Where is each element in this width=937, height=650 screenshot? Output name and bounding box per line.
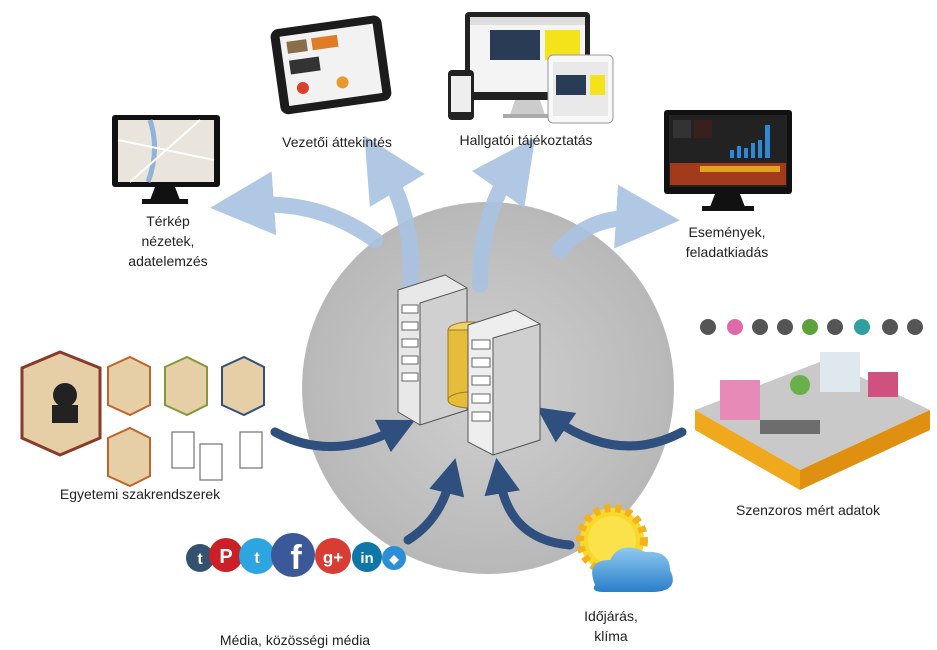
map-monitor-icon	[112, 115, 220, 204]
svg-text:P: P	[219, 546, 232, 568]
tablet-dashboard-icon	[270, 15, 392, 115]
outgoing-arrows	[210, 135, 680, 293]
database-servers-icon	[397, 274, 541, 456]
label-events-tasks: Események, feladatkiadás	[686, 222, 769, 262]
svg-text:t: t	[197, 551, 203, 568]
sun-cloud-weather-icon	[576, 504, 673, 592]
label-line: Események,	[688, 224, 766, 240]
label-media: Média, közösségi média	[219, 632, 371, 648]
smart-city-sensors-illustration	[695, 319, 930, 490]
linkedin-icon	[352, 542, 382, 572]
google-plus-icon	[315, 538, 351, 574]
dropbox-icon	[382, 546, 406, 570]
incoming-arrows	[270, 407, 687, 550]
tumblr-icon	[186, 544, 214, 572]
svg-text:in: in	[360, 550, 373, 567]
label-map-views: Térkép nézetek, adatelemzés	[128, 211, 207, 271]
svg-text:◆: ◆	[388, 552, 399, 566]
label-line: klíma	[594, 628, 628, 644]
twitter-icon	[239, 538, 275, 574]
label-line: adatelemzés	[128, 253, 208, 269]
label-line: nézetek,	[141, 233, 195, 249]
social-media-icons: t P t f g+ in ◆	[186, 533, 406, 577]
label-line: Térkép	[146, 213, 190, 229]
label-university-systems: Egyetemi szakrendszerek	[59, 486, 221, 502]
svg-text:t: t	[254, 550, 260, 567]
label-student-information: Hallgatói tájékoztatás	[459, 132, 593, 148]
label-line: Időjárás,	[584, 608, 638, 624]
multi-device-web-icon	[448, 12, 614, 124]
events-dashboard-monitor-icon	[664, 110, 792, 211]
label-sensor-data: Szenzoros mért adatok	[736, 502, 880, 518]
svg-text:g+: g+	[323, 548, 343, 567]
label-line: feladatkiadás	[685, 244, 769, 260]
university-systems-servers-icon	[20, 350, 265, 488]
label-management-overview: Vezetői áttekintés	[282, 134, 392, 150]
facebook-icon	[271, 533, 315, 577]
label-weather: Időjárás, klíma	[584, 606, 638, 646]
svg-text:f: f	[290, 539, 302, 577]
pinterest-icon	[209, 538, 243, 572]
